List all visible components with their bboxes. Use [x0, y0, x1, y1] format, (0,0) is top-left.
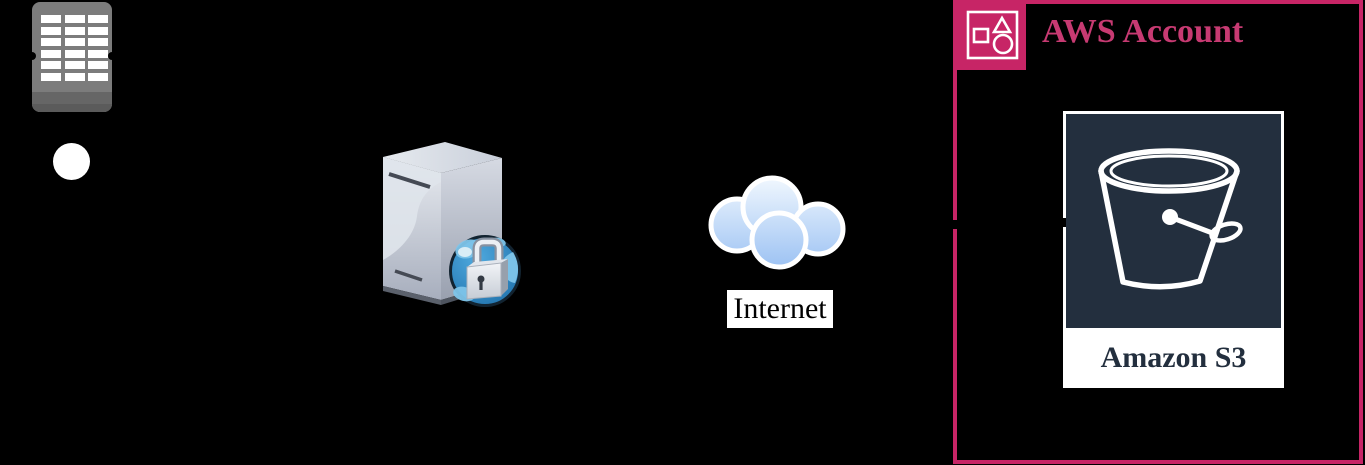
aws-account-icon [953, 0, 1026, 70]
aws-account-group-border [953, 0, 1363, 464]
secure-globe-lock-icon [449, 235, 521, 307]
arrow-mark [1061, 218, 1066, 227]
aws-account-title-text: AWS Account [1042, 13, 1244, 50]
aws-account-title: AWS Account [1042, 13, 1243, 51]
office-building-icon [32, 2, 112, 112]
s3-bucket-icon [1066, 114, 1281, 328]
arrow-mark [952, 220, 959, 229]
tower-server-icon [383, 142, 521, 307]
amazon-s3-label: Amazon S3 [1063, 328, 1284, 388]
building-windows [41, 15, 108, 81]
internet-label-text: Internet [733, 292, 827, 325]
amazon-s3-label-text: Amazon S3 [1100, 341, 1247, 374]
person-head-icon [53, 143, 90, 180]
internet-label: Internet [727, 290, 833, 328]
amazon-s3-card: Amazon S3 [1063, 111, 1284, 388]
cloud-icon [708, 175, 846, 270]
